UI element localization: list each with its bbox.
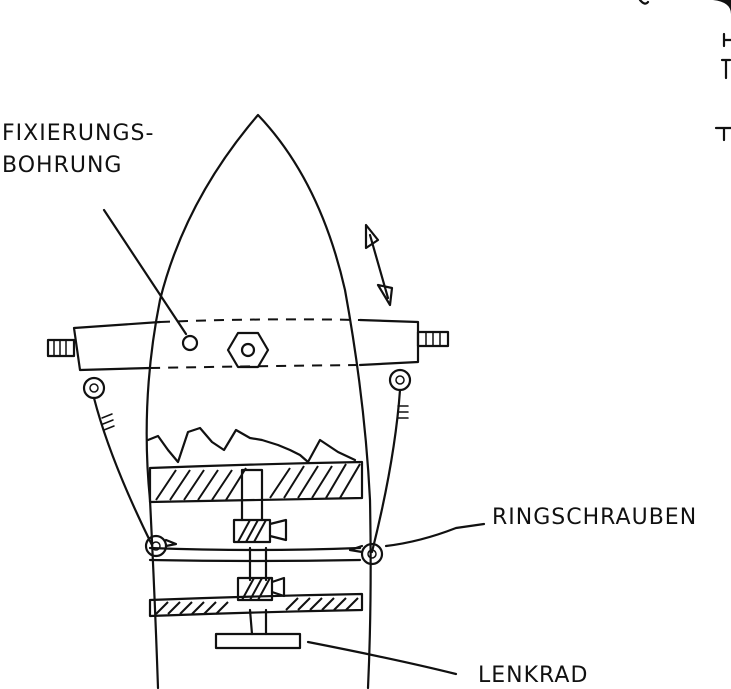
steering-shaft — [240, 468, 268, 636]
fixing-hole-label-line1: FIXIERUNGS- — [2, 121, 154, 146]
frame-lines — [148, 546, 362, 563]
clamp-bar — [46, 318, 450, 372]
leader-eye-bolts — [384, 522, 486, 548]
page-corner-fragments — [638, 0, 731, 142]
rocket-body — [145, 113, 372, 689]
lower-band — [148, 592, 364, 618]
eye-bolts-label: RINGSCHRAUBEN — [492, 505, 697, 530]
tension-wires — [92, 388, 409, 554]
fixing-hole-label-line2: BOHRUNG — [2, 153, 122, 178]
steering-wheel-label: LENKRAD — [478, 663, 588, 688]
hex-nut-icon — [226, 331, 270, 369]
steering-wheel — [214, 632, 302, 650]
surface-contour — [146, 426, 357, 464]
double-arrow-icon — [364, 223, 394, 307]
leader-steering-wheel — [306, 640, 458, 676]
worm-gear-icon — [232, 518, 288, 602]
fixing-hole — [181, 334, 199, 352]
eye-bolt-icon — [144, 534, 384, 566]
upper-band — [148, 460, 364, 504]
leader-fixing-hole — [102, 208, 188, 336]
